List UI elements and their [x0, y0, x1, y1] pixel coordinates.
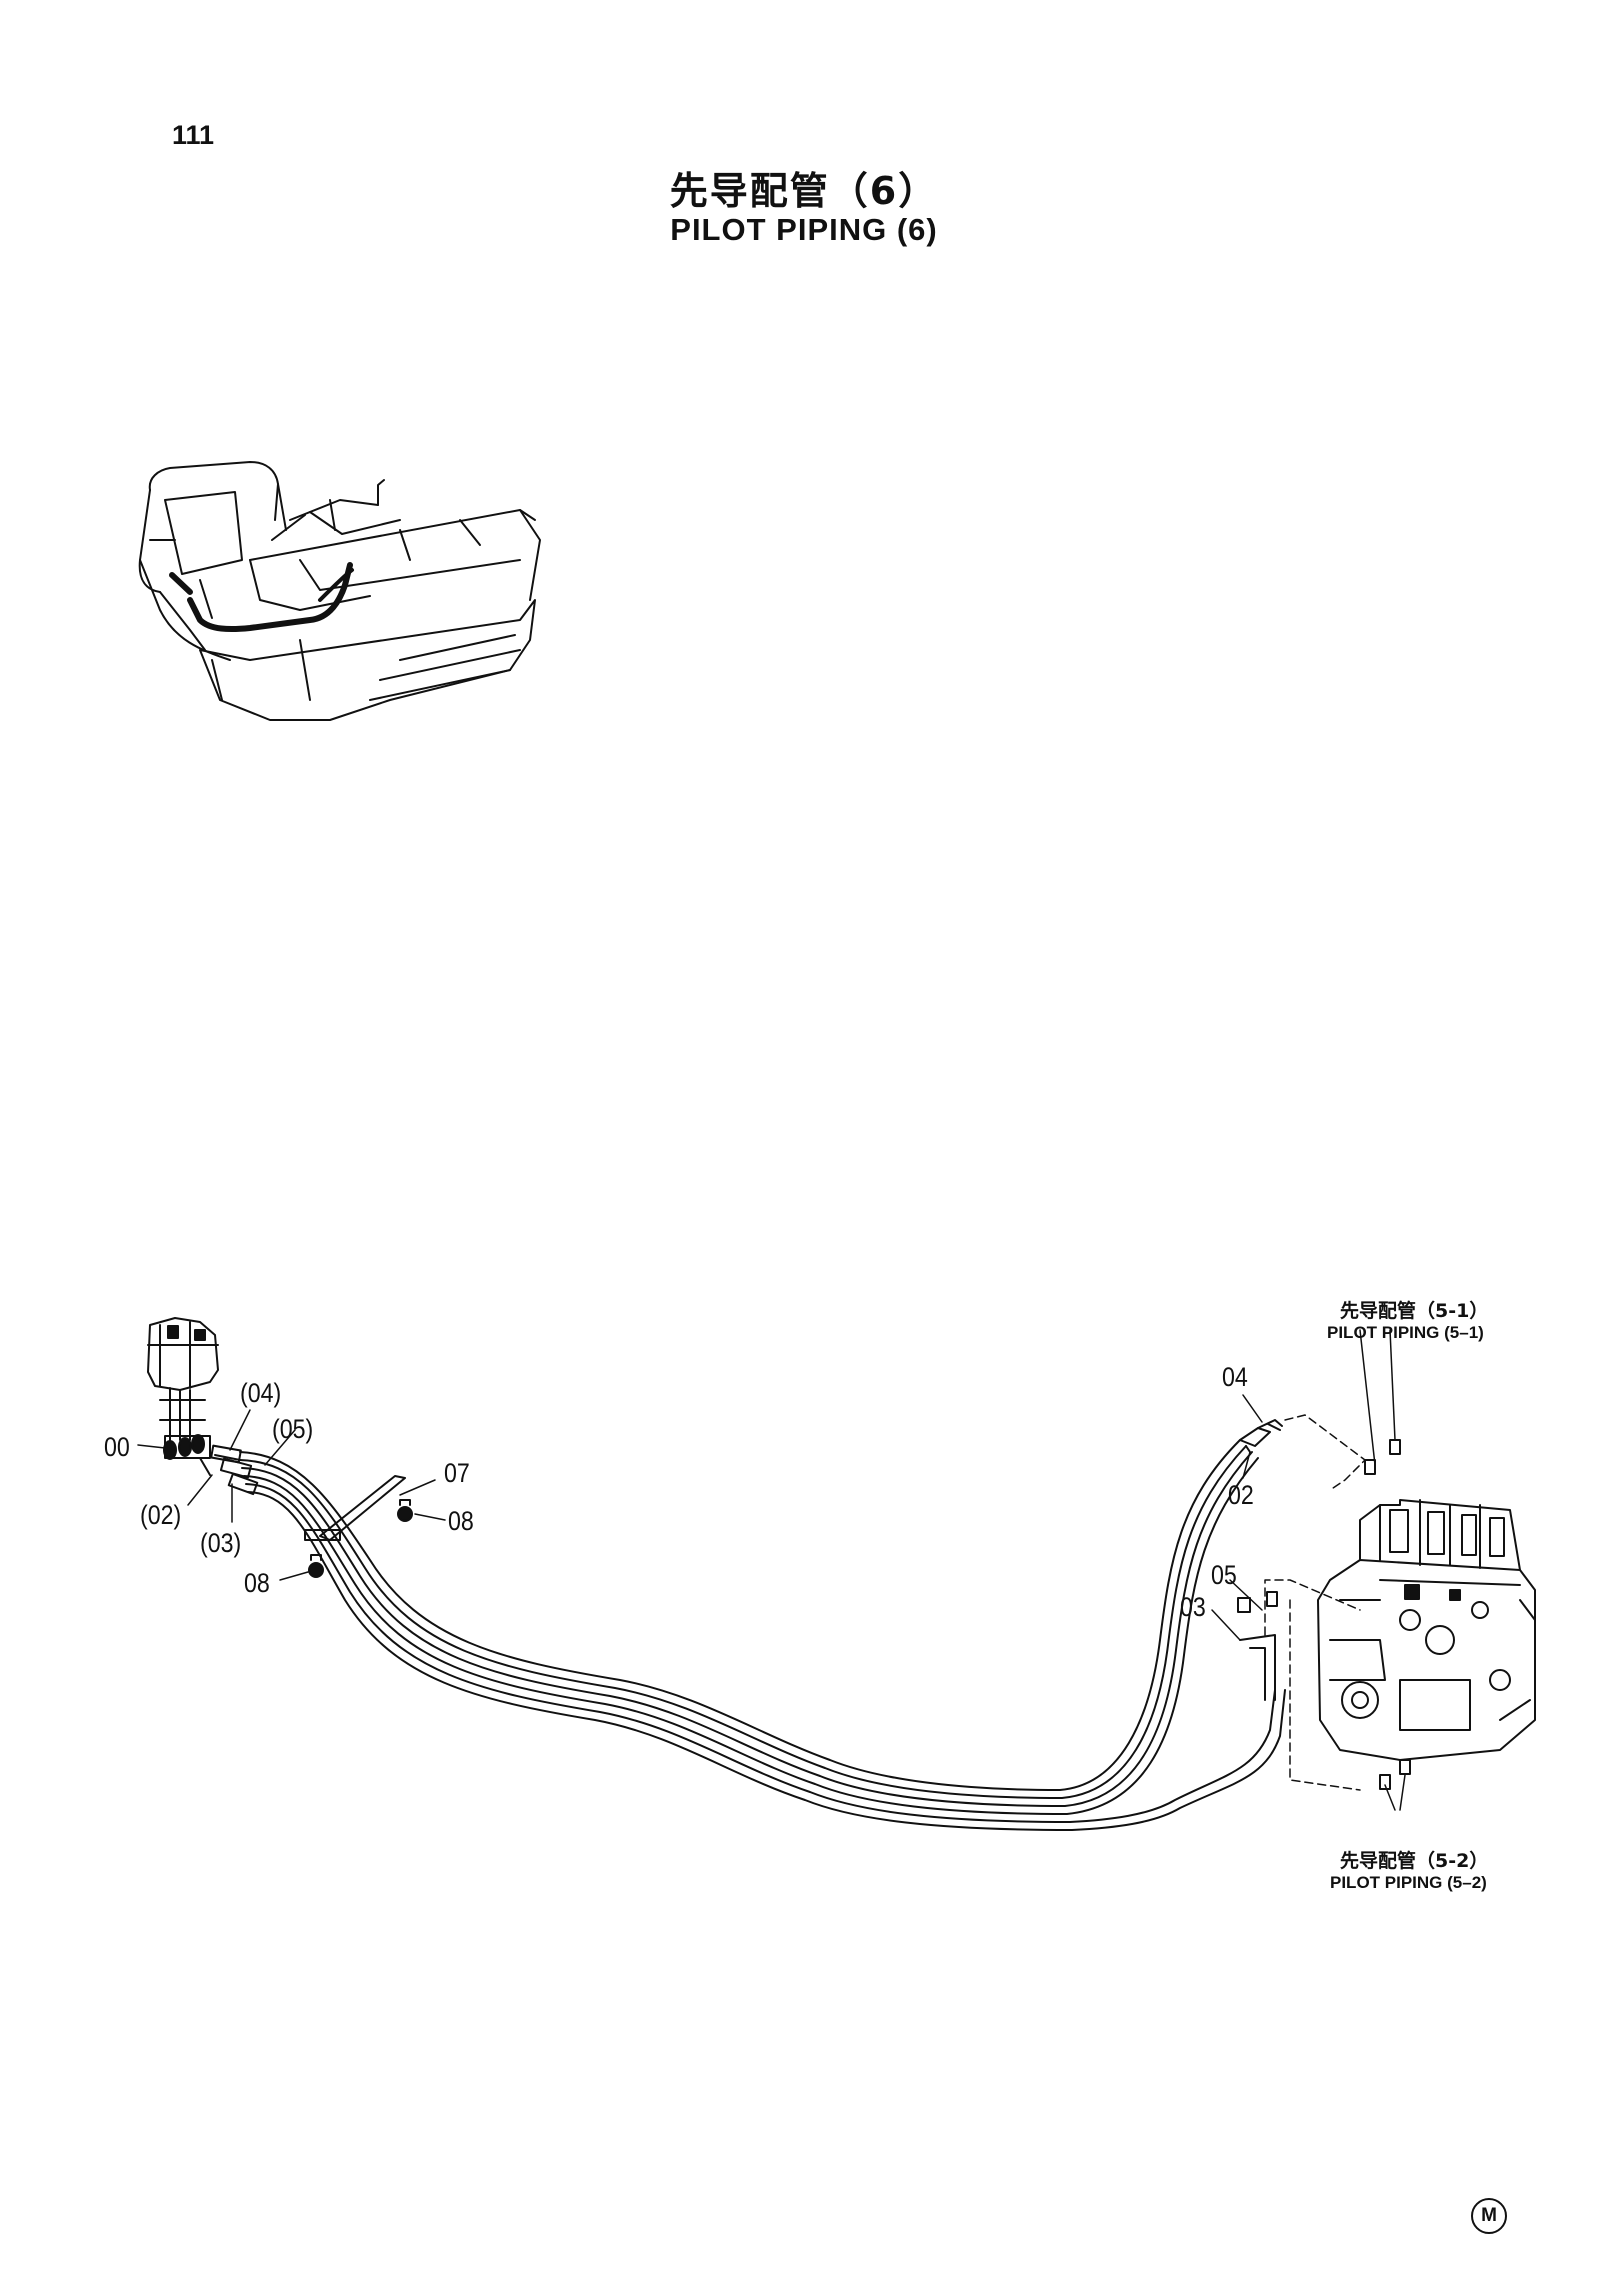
pilot-hose-bundle: [239, 1439, 1286, 1831]
reference-upper-cn: 先导配管（5-1）: [1340, 1300, 1489, 1322]
page-number: 111: [172, 120, 215, 150]
leader-lines-left: [137, 1409, 446, 1581]
control-valve-assembly: [1317, 1499, 1536, 1761]
plug-fittings-right: [1237, 1439, 1411, 1790]
callout-04: 04: [1222, 1362, 1248, 1392]
callout-05-parenthesized: (05): [272, 1414, 314, 1444]
hose-fittings-left: [210, 1444, 259, 1496]
reference-upper-en: PILOT PIPING (5–1): [1327, 1323, 1484, 1342]
callout-03-parenthesized: (03): [200, 1528, 242, 1558]
callout-07: 07: [444, 1458, 470, 1488]
leader-lines-right: [1211, 1329, 1406, 1811]
callout-08-upper: 08: [448, 1506, 474, 1536]
bolt-08-b-icon: [308, 1554, 324, 1578]
callout-00: 00: [104, 1432, 130, 1462]
callout-05: 05: [1211, 1560, 1237, 1590]
callout-02: 02: [1228, 1480, 1254, 1510]
callout-03: 03: [1180, 1592, 1206, 1622]
callout-04-parenthesized: (04): [240, 1378, 282, 1408]
callout-02-parenthesized: (02): [140, 1500, 182, 1530]
footer-circled-m-mark: M: [1471, 2198, 1507, 2234]
bracket-07: [319, 1475, 406, 1541]
excavator-overview-illustration: [138, 461, 541, 721]
bracket-lower: [304, 1529, 341, 1541]
pilot-valve-assembly: [147, 1317, 241, 1476]
reference-lower-cn: 先导配管（5-2）: [1340, 1850, 1489, 1872]
callout-08-lower: 08: [244, 1568, 270, 1598]
bolt-08-a-icon: [397, 1499, 413, 1522]
title-english: PILOT PIPING (6): [670, 212, 938, 247]
reference-lower-en: PILOT PIPING (5–2): [1330, 1873, 1487, 1892]
hose-fitting-04-02: [1239, 1419, 1283, 1453]
title-chinese: 先导配管（6）: [669, 169, 939, 213]
